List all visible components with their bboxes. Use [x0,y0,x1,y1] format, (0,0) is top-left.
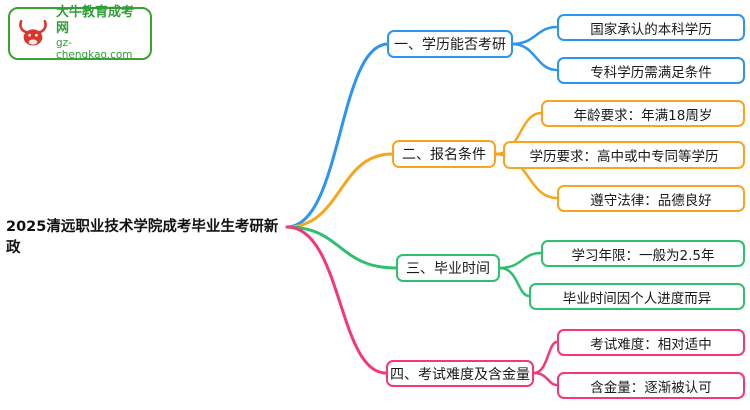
leaf-node-1a: 国家承认的本科学历 [557,14,745,41]
connector-leaf-4a [532,340,559,375]
connector-leaf-4b [532,371,559,387]
leaf-node-2c: 遵守法律：品德良好 [557,185,745,212]
leaf-node-2b: 学历要求：高中或中专同等学历 [503,141,745,169]
leaf-node-4a: 考试难度：相对适中 [557,329,745,356]
branch-node-2: 二、报名条件 [392,140,496,168]
connector-leaf-3b [498,266,531,298]
site-logo: 大牛教育成考网 gz-chengkao.com [8,5,152,61]
branch-node-3: 三、毕业时间 [396,254,500,282]
leaf-node-1b: 专科学历需满足条件 [557,57,745,84]
connector-leaf-2a [494,111,543,156]
connector-leaf-3a [498,251,543,270]
connector-leaf-1b [510,42,559,72]
branch-node-4: 四、考试难度及含金量 [386,360,534,387]
leaf-node-3b: 毕业时间因个人进度而异 [529,283,745,310]
main-topic: 2025清远职业技术学院成考毕业生考研新政 [6,219,279,256]
site-url: gz-chengkao.com [56,36,133,62]
branch-node-1: 一、学历能否考研 [387,30,513,58]
site-logo-text: 大牛教育成考网 gz-chengkao.com [56,5,144,61]
leaf-node-3a: 学习年限：一般为2.5年 [541,240,745,267]
leaf-node-2a: 年龄要求：年满18周岁 [541,100,745,127]
connector-branch-4 [285,225,388,375]
connector-branch-3 [285,225,398,270]
connector-branch-2 [285,152,394,229]
leaf-node-4b: 含金量：逐渐被认可 [557,372,745,399]
connector-leaf-1a [510,25,559,46]
site-name: 大牛教育成考网 [56,5,135,36]
connector-branch-1 [285,42,390,229]
bull-logo-icon [16,17,50,51]
